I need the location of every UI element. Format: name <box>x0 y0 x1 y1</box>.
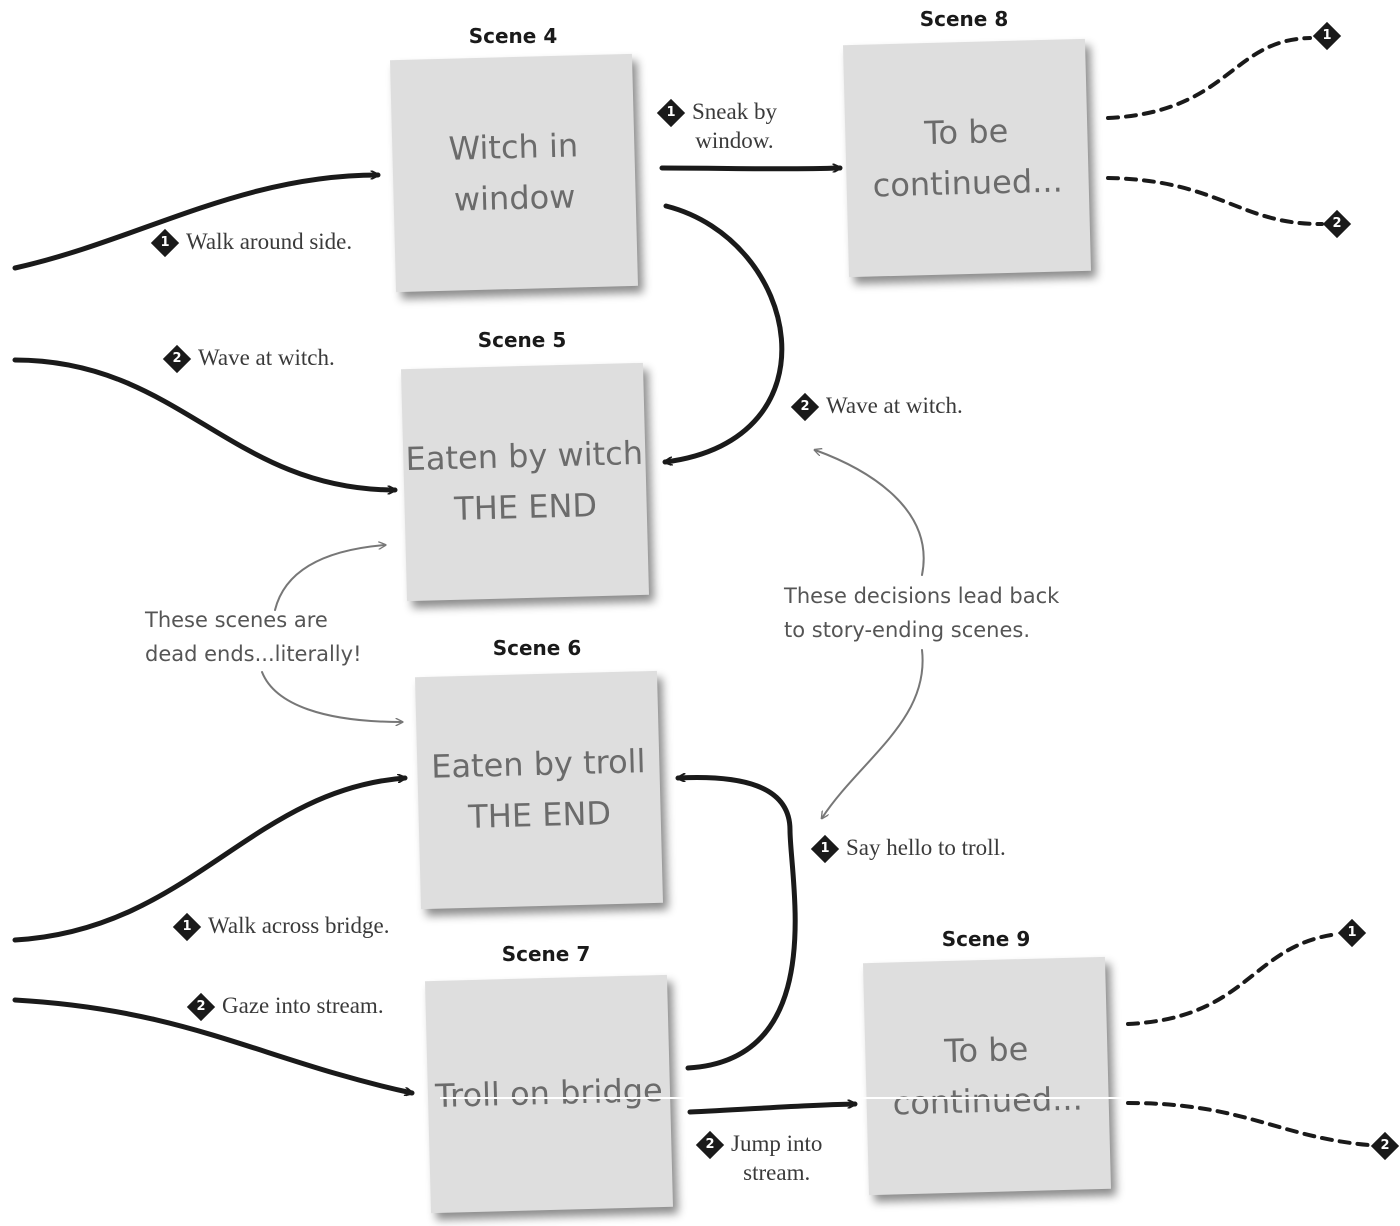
scene-6-line-1: Eaten by troll <box>430 742 646 786</box>
scene-4-line-1: Witch in <box>448 126 579 168</box>
scene-9-line-2: continued... <box>892 1079 1084 1123</box>
arrow-gaze-into-stream <box>12 997 415 1093</box>
note-arrow-to-scene6 <box>261 671 402 722</box>
note-line-2: dead ends...literally! <box>145 641 362 666</box>
choice-text: Wave at witch. <box>826 393 963 418</box>
choice-jump-into-stream: 2 Jump into stream. <box>695 1130 822 1188</box>
scene-9-card[interactable]: To be continued... <box>863 956 1111 1196</box>
scene-5-title: Scene 5 <box>477 328 567 352</box>
note-line-1: These scenes are <box>145 608 328 632</box>
scene-7-line-1: Troll on bridge <box>434 1071 664 1116</box>
choice-text: Gaze into stream. <box>222 993 384 1018</box>
scene-4-card[interactable]: Witch in window <box>390 53 638 293</box>
scene-9-next-2-badge-icon: 2 <box>1370 1131 1400 1161</box>
scene-7-title: Scene 7 <box>501 942 591 966</box>
scene-6-title: Scene 6 <box>492 636 582 660</box>
number-badge-icon: 2 <box>790 392 820 422</box>
arrow-wave-at-witch-left <box>12 357 398 490</box>
note-arrow-to-scene5 <box>274 545 385 611</box>
note-arrow-to-wave <box>815 450 925 576</box>
dashed-line-scene8-2 <box>1106 176 1324 227</box>
arrow-walk-around-side <box>12 175 381 271</box>
scene-8-title: Scene 8 <box>919 7 1009 31</box>
choice-walk-around-side: 1 Walk around side. <box>150 228 352 258</box>
choice-gaze-into-stream: 2 Gaze into stream. <box>186 992 384 1022</box>
dashed-line-scene9-2 <box>1126 1101 1384 1148</box>
scene-9-line-1: To be <box>943 1029 1029 1070</box>
choice-text-line-2: window. <box>695 127 774 153</box>
number-badge-icon: 2 <box>695 1130 725 1160</box>
arrow-say-hello-to-troll <box>675 778 798 1071</box>
scene-8-line-2: continued... <box>872 161 1064 205</box>
number-badge-icon: 1 <box>150 228 180 258</box>
arrow-walk-across-bridge <box>12 778 408 943</box>
choice-text-line-2: stream. <box>743 1159 811 1185</box>
choice-wave-at-witch-left: 2 Wave at witch. <box>162 344 335 374</box>
note-decisions: These decisions lead back to story-endin… <box>784 580 1059 647</box>
number-badge-icon: 2 <box>186 992 216 1022</box>
choice-wave-at-witch-right: 2 Wave at witch. <box>790 392 963 422</box>
scene-5-card[interactable]: Eaten by witch THE END <box>401 362 649 602</box>
choice-text-line-1: Sneak by <box>692 99 777 124</box>
arrow-wave-at-witch-right <box>662 203 785 462</box>
choice-text: Say hello to troll. <box>846 835 1006 860</box>
note-line-1: These decisions lead back <box>784 584 1060 608</box>
note-line-2: to story-ending scenes. <box>784 617 1031 642</box>
scene-6-line-2: THE END <box>467 794 612 836</box>
number-badge-icon: 1 <box>172 912 202 942</box>
choice-sneak-by-window: 1 Sneak by window. <box>656 98 777 156</box>
scene-9-title: Scene 9 <box>941 927 1031 951</box>
note-arrow-to-say-hello <box>822 649 924 818</box>
number-badge-icon: 1 <box>656 98 686 128</box>
choice-walk-across-bridge: 1 Walk across bridge. <box>172 912 389 942</box>
scene-7-card[interactable]: Troll on bridge <box>425 974 673 1214</box>
arrow-sneak-by-window <box>659 168 843 169</box>
choice-text: Walk across bridge. <box>208 913 390 938</box>
choice-say-hello-to-troll: 1 Say hello to troll. <box>810 834 1006 864</box>
scene-9-next-1-badge-icon: 1 <box>1337 918 1367 948</box>
number-badge-icon: 2 <box>162 344 192 374</box>
dashed-line-scene9-1 <box>1126 932 1340 1026</box>
scene-4-line-2: window <box>453 177 576 219</box>
arrow-jump-into-stream <box>687 1104 858 1115</box>
scene-4-title: Scene 4 <box>468 24 558 48</box>
scene-8-next-2-badge-icon: 2 <box>1322 209 1352 239</box>
number-badge-icon: 1 <box>810 834 840 864</box>
dashed-line-scene8-1 <box>1106 36 1312 120</box>
note-dead-ends: These scenes are dead ends...literally! <box>145 604 362 671</box>
scene-8-next-1-badge-icon: 1 <box>1312 21 1342 51</box>
scene-5-line-2: THE END <box>453 486 598 528</box>
scene-8-card[interactable]: To be continued... <box>843 38 1091 278</box>
horizontal-guide-line <box>440 1097 1400 1099</box>
choice-text: Walk around side. <box>186 229 353 254</box>
choice-text-line-1: Jump into <box>731 1131 823 1156</box>
scene-8-line-1: To be <box>923 111 1009 152</box>
scene-6-card[interactable]: Eaten by troll THE END <box>415 670 663 910</box>
scene-5-line-1: Eaten by witch <box>405 433 644 478</box>
choice-text: Wave at witch. <box>198 345 335 370</box>
